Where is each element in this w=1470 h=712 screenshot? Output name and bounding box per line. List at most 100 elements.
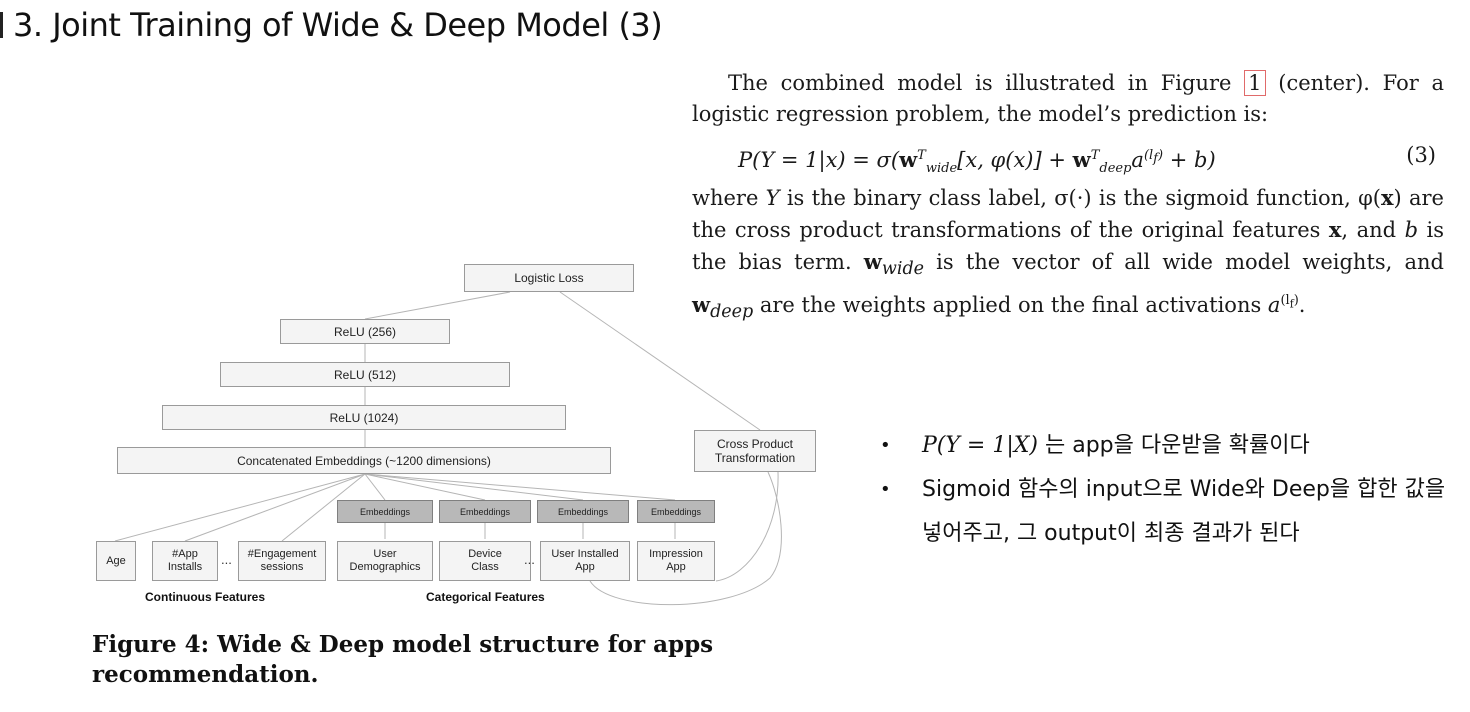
equation-row: P(Y = 1|x) = σ(wTwide[x, φ(x)] + wTdeepa… bbox=[692, 130, 1444, 182]
def-t6: is the vector of all wide model weights,… bbox=[924, 250, 1444, 274]
paper-paragraph-intro: The combined model is illustrated in Fig… bbox=[692, 68, 1444, 130]
eq-w-deep-sup: T bbox=[1090, 148, 1100, 163]
eq-activation-sup: (lf) bbox=[1143, 148, 1164, 167]
def-t4: , and bbox=[1341, 218, 1405, 242]
eq-a-sup-close: ) bbox=[1157, 148, 1164, 163]
eq-lhs: P(Y = 1|x) = σ( bbox=[738, 148, 900, 172]
note-probability-text: 는 app을 다운받을 확률이다 bbox=[1037, 433, 1310, 458]
connector-concat-emb1 bbox=[364, 473, 386, 501]
feature-installed-l2: App bbox=[575, 561, 595, 573]
def-w-wide-sub: wide bbox=[881, 259, 925, 280]
eq-w-deep-sub: deep bbox=[1099, 161, 1132, 177]
categorical-ellipsis: ... bbox=[524, 552, 535, 567]
def-Y: Y bbox=[765, 186, 780, 210]
paper-paragraph-definitions: where Y is the binary class label, σ(·) … bbox=[692, 182, 1444, 328]
eq-mid: [x, φ(x)] + bbox=[957, 148, 1073, 172]
def-b: b bbox=[1404, 218, 1419, 242]
relu-256-node: ReLU (256) bbox=[280, 319, 450, 344]
categorical-features-label: Categorical Features bbox=[426, 590, 545, 604]
logistic-loss-node: Logistic Loss bbox=[464, 264, 634, 292]
slide-title: 3. Joint Training of Wide & Deep Model (… bbox=[0, 6, 663, 44]
def-t7: are the weights applied on the final act… bbox=[753, 293, 1268, 318]
eq-a-sup-sub: f bbox=[1153, 151, 1158, 167]
connector-concat-age bbox=[114, 473, 366, 542]
embeddings-node-2: Embeddings bbox=[439, 500, 531, 523]
diagram-connectors bbox=[114, 291, 782, 606]
feature-demographics-l2: Demographics bbox=[349, 561, 421, 573]
eq-w-wide: w bbox=[899, 147, 918, 172]
connector-installed-cross bbox=[589, 471, 782, 606]
feature-app-installs-l1: #App bbox=[172, 548, 198, 560]
feature-demographics-l1: User bbox=[373, 548, 397, 560]
feature-device-l2: Class bbox=[471, 561, 499, 573]
eq-w-wide-sub: wide bbox=[925, 161, 958, 177]
eq-a-sup-open: (l bbox=[1143, 148, 1154, 163]
def-w-deep: w bbox=[692, 292, 711, 318]
intro-text-end: (center). For a logistic regression prob… bbox=[692, 71, 1444, 126]
def-a: a bbox=[1267, 293, 1281, 318]
eq-tail: + b) bbox=[1163, 148, 1216, 172]
feature-engagement-l1: #Engagement bbox=[247, 548, 317, 560]
feature-device-l1: Device bbox=[468, 548, 502, 560]
figure-caption: Figure 4: Wide & Deep model structure fo… bbox=[92, 631, 714, 688]
feature-app-installs-l2: Installs bbox=[167, 561, 203, 573]
title-accent-bar bbox=[0, 12, 3, 38]
embeddings-node-1: Embeddings bbox=[337, 500, 433, 523]
def-t2: is the binary class label, σ(·) is the s… bbox=[779, 186, 1381, 210]
korean-notes-list: P(Y = 1|X) 는 app을 다운받을 확률이다 Sigmoid 함수의 … bbox=[878, 424, 1458, 556]
embeddings-node-3: Embeddings bbox=[537, 500, 629, 523]
connector-concat-emb3 bbox=[364, 473, 584, 501]
def-a-sup-open: (l bbox=[1280, 293, 1290, 309]
note-item-probability: P(Y = 1|X) 는 app을 다운받을 확률이다 bbox=[878, 424, 1458, 468]
eq-activation: a bbox=[1131, 148, 1144, 172]
figure-reference-link[interactable]: 1 bbox=[1244, 70, 1266, 96]
eq-w-wide-sup: T bbox=[917, 148, 926, 163]
note-formula: P(Y = 1|X) bbox=[922, 433, 1038, 458]
def-a-sup-close: ) bbox=[1293, 293, 1299, 309]
cross-product-line1: Cross Product bbox=[716, 437, 794, 451]
connector-concat-installs bbox=[184, 473, 366, 542]
feature-installed-l1: User Installed bbox=[551, 548, 619, 560]
def-x2: x bbox=[1328, 217, 1342, 242]
feature-impression-l2: App bbox=[666, 561, 686, 573]
eq-w-deep: w bbox=[1072, 147, 1091, 172]
intro-text-start: The combined model is illustrated in Fig… bbox=[728, 71, 1232, 95]
connector-concat-emb2 bbox=[364, 473, 486, 501]
paper-excerpt: The combined model is illustrated in Fig… bbox=[692, 68, 1444, 328]
def-a-sup: (lf) bbox=[1280, 293, 1299, 311]
wide-deep-diagram: Logistic Loss ReLU (256) ReLU (512) ReLU… bbox=[90, 258, 820, 608]
def-w-wide: w bbox=[863, 249, 882, 274]
def-w-deep-sub: deep bbox=[710, 302, 754, 323]
connector-concat-emb4 bbox=[364, 473, 676, 501]
def-t5: is the bias term. bbox=[692, 218, 1444, 274]
cross-product-node: Cross Product Transformation bbox=[694, 430, 816, 472]
continuous-ellipsis: ... bbox=[221, 552, 232, 567]
feature-engagement-l2: sessions bbox=[260, 561, 304, 573]
def-t8: . bbox=[1298, 293, 1306, 318]
slide-title-text: 3. Joint Training of Wide & Deep Model (… bbox=[13, 6, 663, 44]
def-t3: ) are the cross product transformations … bbox=[692, 186, 1444, 242]
feature-age: Age bbox=[96, 541, 136, 581]
def-t1: where bbox=[692, 186, 766, 210]
connector-impression-cross bbox=[715, 471, 779, 582]
concatenated-embeddings-node: Concatenated Embeddings (~1200 dimension… bbox=[117, 447, 611, 474]
embeddings-node-4: Embeddings bbox=[637, 500, 715, 523]
note-sigmoid-text: Sigmoid 함수의 input으로 Wide와 Deep을 합한 값을 넣어… bbox=[922, 477, 1446, 546]
cross-product-line2: Transformation bbox=[714, 451, 796, 465]
connector-relu256-loss bbox=[364, 291, 511, 320]
connector-concat-engagement bbox=[281, 473, 366, 542]
relu-512-node: ReLU (512) bbox=[220, 362, 510, 387]
equation-number: (3) bbox=[1406, 143, 1436, 167]
relu-1024-node: ReLU (1024) bbox=[162, 405, 566, 430]
continuous-features-label: Continuous Features bbox=[145, 590, 266, 604]
prediction-equation: P(Y = 1|x) = σ(wTwide[x, φ(x)] + wTdeepa… bbox=[738, 140, 1216, 184]
def-a-sup-sub: f bbox=[1289, 297, 1294, 311]
def-x1: x bbox=[1381, 185, 1394, 210]
note-item-sigmoid: Sigmoid 함수의 input으로 Wide와 Deep을 합한 값을 넣어… bbox=[878, 468, 1458, 556]
